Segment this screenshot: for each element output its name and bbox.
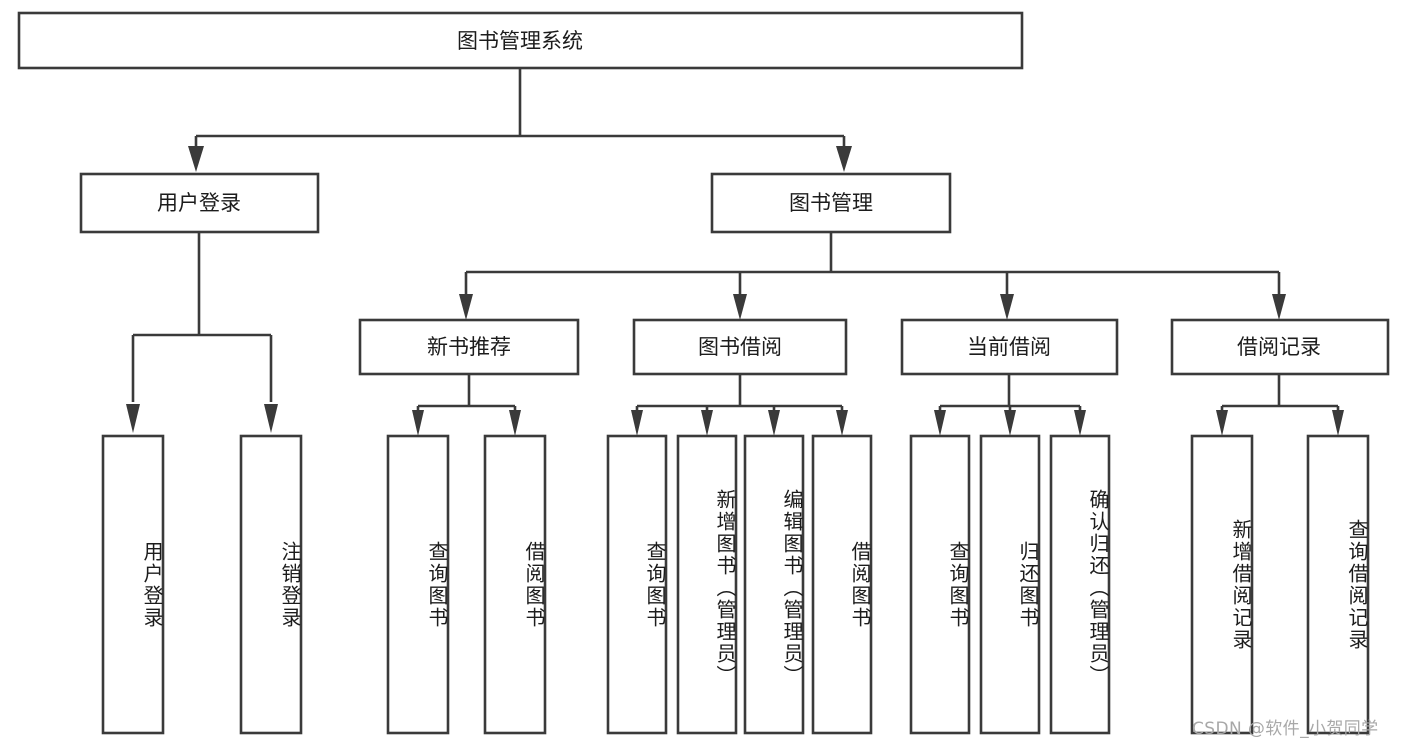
arrow-head-icon [509, 410, 521, 436]
node-root-label: 图书管理系统 [457, 29, 583, 53]
leaf-box-bookborrow-0[interactable] [606, 434, 668, 735]
arrow-head-icon [188, 146, 204, 172]
arrow-head-icon [412, 410, 424, 436]
node-new-book-recommend-label: 新书推荐 [427, 335, 511, 359]
node-new-book-recommend[interactable]: 新书推荐 [358, 318, 580, 376]
leaf-box-currentborrow-0[interactable] [909, 434, 971, 735]
watermark-text: CSDN @软件_小贺同学 [1192, 719, 1379, 739]
arrow-head-icon [1272, 294, 1286, 320]
arrow-head-icon [836, 146, 852, 172]
node-current-borrow[interactable]: 当前借阅 [900, 318, 1119, 376]
node-current-borrow-label: 当前借阅 [967, 335, 1051, 359]
leaf-box-newbook-0[interactable] [386, 434, 450, 735]
arrow-head-icon [733, 294, 747, 320]
leaf-box-borrowrecord-0[interactable] [1190, 434, 1254, 735]
leaf-box-currentborrow-2[interactable] [1049, 434, 1111, 735]
leaf-box-newbook-1[interactable] [483, 434, 547, 735]
node-book-management-label: 图书管理 [789, 191, 873, 215]
connector-bookmgmt-to-level2 [459, 232, 1286, 320]
arrow-head-icon [459, 294, 473, 320]
node-book-borrow[interactable]: 图书借阅 [632, 318, 848, 376]
node-user-login[interactable]: 用户登录 [79, 172, 320, 234]
leaf-box-user-login-0[interactable] [101, 434, 165, 735]
node-book-management[interactable]: 图书管理 [710, 172, 952, 234]
connector-userlogin-to-leaves [126, 232, 278, 433]
arrow-head-icon [1332, 410, 1344, 436]
arrow-head-icon [934, 410, 946, 436]
arrow-head-icon [264, 404, 278, 433]
leaf-box-bookborrow-2[interactable] [743, 434, 805, 735]
arrow-head-icon [1216, 410, 1228, 436]
arrow-head-icon [1000, 294, 1014, 320]
connector-root-to-level1 [188, 68, 852, 172]
connector-currentborrow-to-leaves [934, 374, 1086, 436]
leaf-box-bookborrow-3[interactable] [811, 434, 873, 735]
arrow-head-icon [631, 410, 643, 436]
connector-bookborrow-to-leaves [631, 374, 848, 436]
arrow-head-icon [701, 410, 713, 436]
leaf-box-user-login-1[interactable] [239, 434, 303, 735]
arrow-head-icon [1074, 410, 1086, 436]
arrow-head-icon [126, 404, 140, 433]
leaf-box-currentborrow-1[interactable] [979, 434, 1041, 735]
arrow-head-icon [836, 410, 848, 436]
node-user-login-label: 用户登录 [157, 191, 241, 215]
node-borrow-record[interactable]: 借阅记录 [1170, 318, 1390, 376]
node-root[interactable]: 图书管理系统 [17, 11, 1024, 70]
node-book-borrow-label: 图书借阅 [698, 335, 782, 359]
connector-borrowrecord-to-leaves [1216, 374, 1344, 436]
leaf-box-bookborrow-1[interactable] [676, 434, 738, 735]
node-borrow-record-label: 借阅记录 [1237, 335, 1321, 359]
leaf-box-borrowrecord-1[interactable] [1306, 434, 1370, 735]
arrow-head-icon [768, 410, 780, 436]
arrow-head-icon [1004, 410, 1016, 436]
connector-newbook-to-leaves [412, 374, 521, 436]
